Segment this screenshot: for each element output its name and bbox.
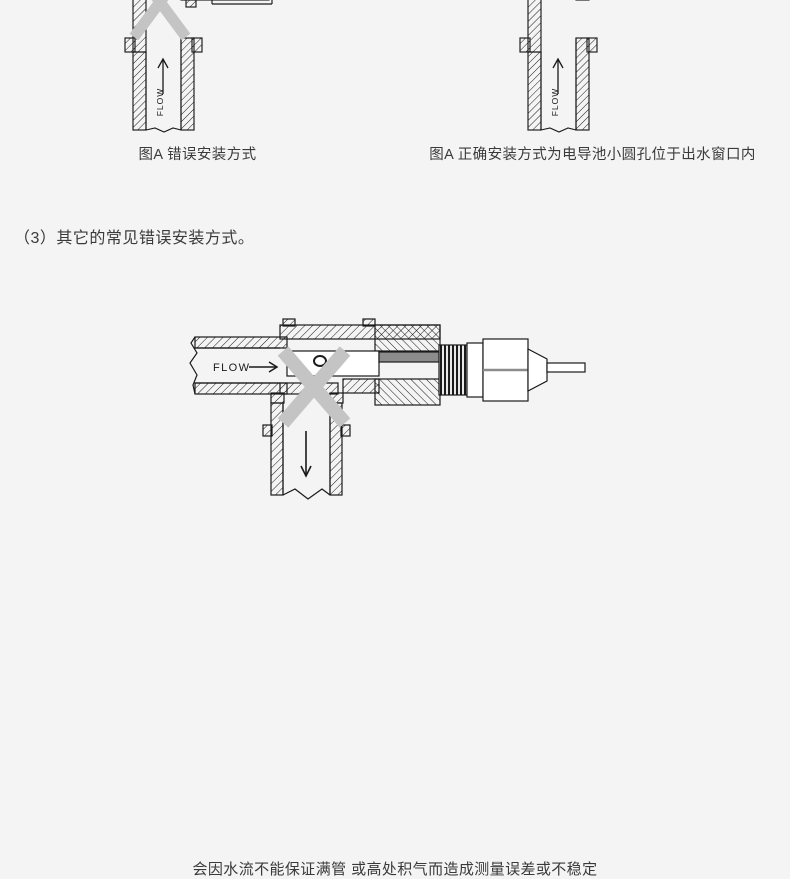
wrong-mark-x: [277, 346, 351, 428]
caption-main: 会因水流不能保证满管 或高处积气而造成测量误差或不稳定: [192, 861, 598, 878]
caption-top-right: 图A 正确安装方式为电导池小圆孔位于出水窗口内: [429, 147, 756, 163]
flow-label: FLOW: [213, 362, 250, 374]
wrong-mark-x: [129, 0, 191, 41]
figure-main: FLOW 会因水流不能保证满管 或高处积气而造成测量误差或不稳定: [0, 300, 790, 878]
flow-label: FLOW: [550, 88, 560, 117]
top-figure-row: FLOW 图A 错误安装方式: [0, 0, 790, 175]
flow-label: FLOW: [155, 88, 165, 117]
diagram-wrong-vertical: FLOW: [124, 0, 273, 133]
section-heading: （3）其它的常见错误安装方式。: [14, 230, 255, 247]
diagram-correct-vertical: FLOW: [519, 0, 598, 133]
diagram-horizontal-tee-wrong: FLOW: [189, 318, 586, 500]
caption-top-left: 图A 错误安装方式: [138, 147, 257, 163]
